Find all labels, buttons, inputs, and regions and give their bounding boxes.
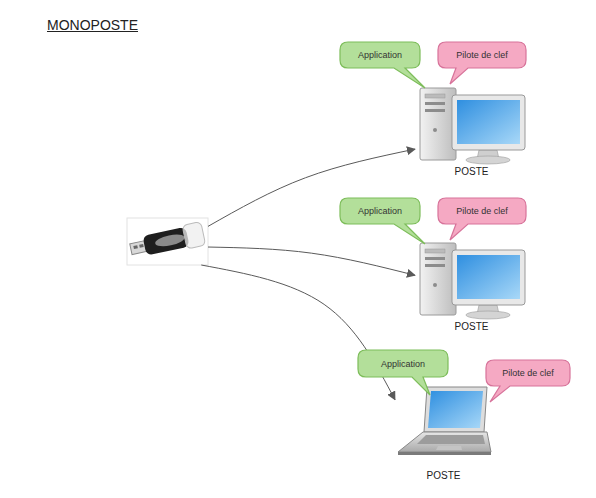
callout-shape: [358, 350, 448, 395]
monitor-frame: [452, 95, 525, 150]
usb-connector-hole: [133, 245, 138, 249]
node-label: POSTE: [427, 470, 461, 482]
tower-drive: [425, 94, 445, 98]
tower-button: [433, 283, 437, 287]
driver-callout: Pilote de clef: [438, 42, 526, 68]
tower-drive: [425, 249, 445, 253]
node-label: Pilote de clef: [502, 368, 554, 378]
node-label: Application: [381, 359, 425, 369]
application-callout: Application: [358, 350, 448, 377]
usb-stripe: [154, 232, 185, 248]
callout-shape: [340, 42, 425, 88]
tower-drive: [425, 109, 445, 112]
node-label: Pilote de clef: [456, 206, 508, 216]
driver-callout: Pilote de clef: [486, 360, 570, 386]
connector-arrow: [208, 149, 415, 226]
tower-button: [433, 128, 437, 132]
monitor-base: [466, 311, 510, 319]
tower-drive: [425, 257, 445, 260]
usb-key-illustration: [127, 218, 208, 265]
laptop-edge: [398, 452, 491, 455]
desktop-illustration: [420, 243, 525, 319]
callout-shape: [486, 360, 570, 402]
application-callout: Application: [340, 198, 420, 224]
monitor-frame: [452, 250, 525, 305]
monitor-base: [466, 156, 510, 164]
node-label: Application: [358, 50, 402, 60]
node-label: Application: [358, 206, 402, 216]
node-label: POSTE: [455, 321, 489, 333]
monitor-screen: [457, 255, 520, 299]
usb-key: [127, 218, 208, 265]
diagram-title: MONOPOSTE: [47, 17, 138, 33]
usb-body: [142, 227, 189, 256]
desktop-illustration: [420, 88, 525, 164]
laptop-touchpad: [436, 446, 462, 450]
application-callout: Application: [340, 42, 420, 68]
laptop-base: [398, 432, 491, 452]
callout-shape: [438, 42, 526, 84]
workstation: POSTE: [415, 78, 528, 178]
driver-callout: Pilote de clef: [438, 198, 526, 224]
callout-shape: [438, 198, 526, 240]
laptop-lid: [424, 387, 487, 432]
laptop-workstation: POSTE: [395, 385, 492, 482]
tower-drive: [425, 264, 445, 267]
laptop-keyboard: [417, 435, 485, 444]
usb-key-frame: [127, 218, 208, 265]
tower: [420, 243, 456, 315]
monitor-screen: [457, 100, 520, 144]
laptop-screen: [428, 391, 483, 428]
usb-cap: [182, 222, 206, 249]
workstation: POSTE: [415, 233, 528, 333]
connector-arrow: [208, 247, 415, 275]
node-label: Pilote de clef: [456, 50, 508, 60]
tower: [420, 88, 456, 160]
callout-shape: [340, 198, 425, 244]
usb-connector-hole: [139, 244, 144, 248]
node-label: POSTE: [455, 166, 489, 178]
laptop-illustration: [398, 387, 491, 455]
tower-drive: [425, 102, 445, 105]
connector-arrow: [201, 265, 395, 400]
